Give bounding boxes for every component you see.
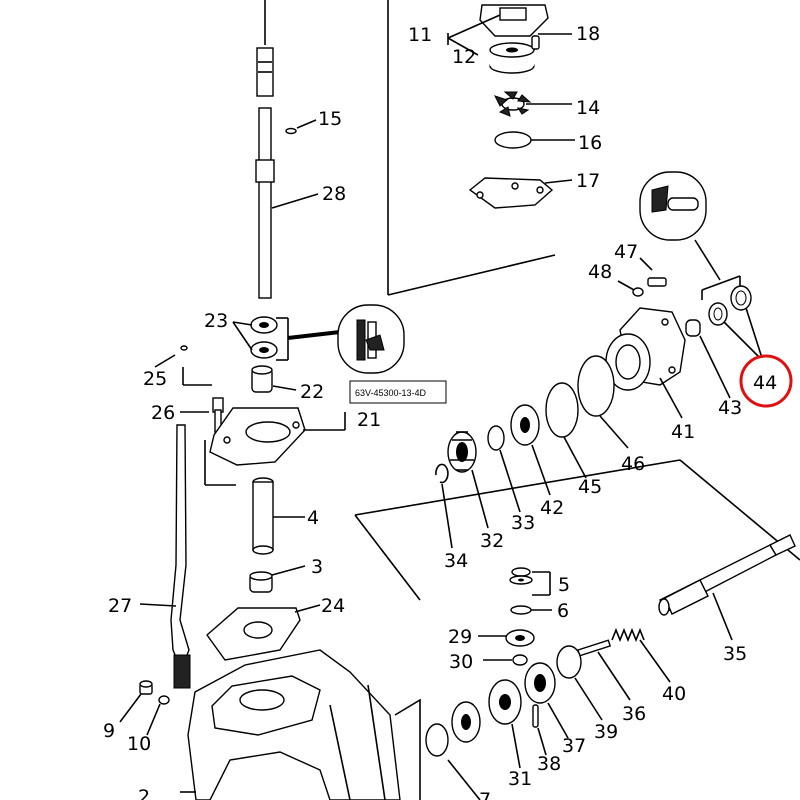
label-18: 18	[576, 23, 600, 45]
label-40: 40	[662, 683, 686, 705]
highlight-circle	[739, 354, 793, 408]
drive-shaft-group	[255, 0, 319, 299]
washer	[632, 287, 644, 297]
pinion	[478, 629, 535, 647]
label-4: 4	[307, 507, 319, 529]
gear-shaft-group	[425, 534, 796, 800]
label-34: 34	[444, 550, 468, 572]
forward-gear	[488, 679, 522, 769]
label-10: 10	[127, 733, 151, 755]
thrust-washer	[487, 425, 505, 451]
label-45: 45	[578, 476, 602, 498]
label-37: 37	[562, 735, 586, 757]
impeller	[494, 91, 532, 117]
label-31: 31	[508, 768, 532, 790]
label-12: 12	[452, 46, 476, 68]
label-28: 28	[322, 183, 346, 205]
key	[285, 127, 297, 135]
label-14: 14	[576, 97, 600, 119]
part-labels: 11 12 18 14 16 17 15 28 23 25 22 26 21 4…	[103, 23, 777, 800]
label-9: 9	[103, 720, 115, 742]
gasket	[206, 604, 321, 661]
pump-housing-opening	[499, 7, 527, 21]
drive-shaft	[258, 107, 272, 299]
bearing-housing-group	[180, 367, 346, 486]
cross-pin	[532, 704, 539, 728]
label-36: 36	[622, 703, 646, 725]
label-6: 6	[557, 600, 569, 622]
dog-clutch	[524, 662, 569, 739]
plunger	[576, 639, 631, 701]
circlip	[435, 463, 449, 484]
label-21: 21	[357, 409, 381, 431]
label-48: 48	[588, 261, 612, 283]
shim-ring	[425, 723, 449, 757]
label-43: 43	[718, 397, 742, 419]
label-15: 15	[318, 108, 342, 130]
bearing-group	[232, 316, 341, 361]
part-number-box	[349, 380, 447, 404]
label-47: 47	[614, 241, 638, 263]
collar	[249, 565, 306, 593]
label-41: 41	[671, 421, 695, 443]
outer-plate-cartridge	[468, 177, 554, 209]
water-pump-group	[387, 0, 575, 296]
label-46: 46	[621, 453, 645, 475]
grease-callout-upper	[337, 304, 405, 374]
prop-shaft-housing	[605, 307, 686, 419]
label-35: 35	[723, 643, 747, 665]
water-tube	[252, 477, 305, 555]
label-25: 25	[143, 368, 167, 390]
label-22: 22	[300, 381, 324, 403]
label-39: 39	[594, 721, 618, 743]
o-ring	[545, 382, 579, 438]
label-30: 30	[449, 651, 473, 673]
shift-rod	[139, 424, 191, 689]
label-33: 33	[511, 512, 535, 534]
label-24: 24	[321, 595, 345, 617]
label-16: 16	[578, 132, 602, 154]
label-38: 38	[537, 753, 561, 775]
o-ring	[494, 131, 532, 149]
label-7: 7	[479, 789, 491, 800]
shim	[510, 605, 532, 615]
spring	[611, 627, 671, 683]
pin	[531, 35, 540, 50]
label-32: 32	[480, 530, 504, 552]
label-29: 29	[448, 626, 472, 648]
bolt	[647, 277, 667, 287]
label-42: 42	[540, 497, 564, 519]
propeller-shaft	[658, 534, 796, 641]
label-26: 26	[151, 402, 175, 424]
bushing	[685, 319, 701, 337]
prop-housing-group	[354, 171, 800, 601]
label-3: 3	[311, 556, 323, 578]
o-ring-large	[577, 355, 615, 417]
label-2: 2	[138, 786, 150, 800]
clip-ring	[556, 645, 582, 679]
reverse-gear	[447, 431, 489, 529]
label-44: 44	[753, 372, 777, 394]
drain-screw-group	[119, 680, 170, 736]
sleeve	[251, 365, 297, 393]
label-23: 23	[204, 310, 228, 332]
nut	[512, 654, 528, 666]
label-5: 5	[558, 574, 570, 596]
small-key	[180, 345, 188, 351]
label-17: 17	[576, 170, 600, 192]
part-number-text: 63V-45300-13-4D	[355, 388, 427, 398]
lower-casing	[180, 649, 421, 800]
label-27: 27	[108, 595, 132, 617]
label-11: 11	[408, 24, 432, 46]
